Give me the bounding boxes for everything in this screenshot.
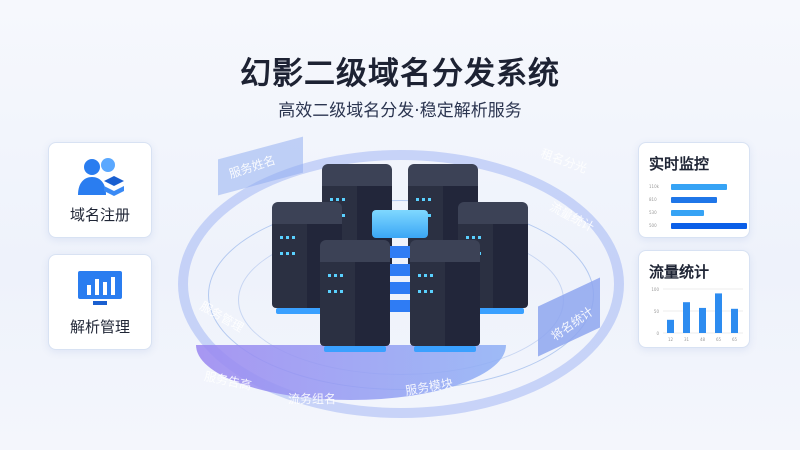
monitor-bar <box>671 196 718 203</box>
monitor-chart-icon <box>78 271 122 305</box>
monitor-row-label: 810 <box>649 197 657 202</box>
monitor-bar <box>671 222 747 229</box>
monitor-row-label: 110k <box>649 184 659 189</box>
x-tick-label: 31 <box>684 337 690 342</box>
server <box>320 240 390 352</box>
monitor-bar <box>671 209 705 216</box>
server <box>410 240 480 352</box>
outer-ring <box>178 150 624 418</box>
dns-management-label: 解析管理 <box>69 318 130 336</box>
monitor-row: 110k <box>649 180 749 193</box>
dns-management-card[interactable]: 解析管理 <box>48 254 152 350</box>
page-subtitle: 高效二级域名分发·稳定解析服务 <box>278 101 522 121</box>
monitor-row: 530 <box>649 206 749 219</box>
traffic-bar <box>699 307 706 333</box>
ring-label: 租名分光 <box>538 146 589 176</box>
traffic-title: 流量统计 <box>649 263 710 281</box>
ring-label: 流务组名 <box>288 392 337 406</box>
page-title: 幻影二级域名分发系统 <box>240 56 560 92</box>
x-tick-label: 12 <box>668 337 674 342</box>
x-tick-label: 65 <box>716 337 722 342</box>
y-tick-label: 100 <box>651 287 659 292</box>
domain-register-card[interactable]: 域名注册 <box>48 142 152 238</box>
traffic-bar <box>715 293 722 333</box>
realtime-title: 实时监控 <box>649 155 710 173</box>
domain-register-label: 域名注册 <box>69 206 130 224</box>
traffic-bar <box>683 302 690 333</box>
y-tick-label: 50 <box>654 309 660 314</box>
monitor-row-label: 530 <box>649 210 657 215</box>
traffic-bar <box>667 319 674 333</box>
users-icon <box>78 158 124 196</box>
y-tick-label: 0 <box>656 331 659 336</box>
x-tick-label: 48 <box>700 337 706 342</box>
traffic-bar <box>731 308 738 333</box>
realtime-monitor-card[interactable]: 实时监控 110k 810 530 500 <box>638 142 750 238</box>
x-tick-label: 65 <box>732 337 738 342</box>
monitor-row-label: 500 <box>649 223 657 228</box>
traffic-stats-card[interactable]: 流量统计 100 50 0 12 31 48 65 65 <box>638 250 750 348</box>
monitor-row: 500 <box>649 219 749 232</box>
monitor-bar <box>671 183 728 190</box>
monitor-row: 810 <box>649 193 749 206</box>
